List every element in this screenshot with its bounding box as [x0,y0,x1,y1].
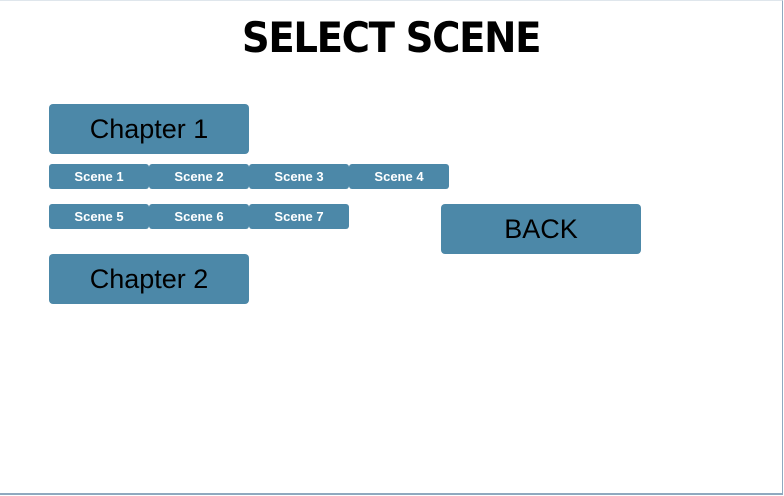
scene-4-button[interactable]: Scene 4 [349,164,449,189]
scene-4-label: Scene 4 [374,169,424,184]
back-button[interactable]: BACK [441,204,641,254]
scene-1-button[interactable]: Scene 1 [49,164,149,189]
scene-5-button[interactable]: Scene 5 [49,204,149,229]
chapter-2-button[interactable]: Chapter 2 [49,254,249,304]
scene-7-button[interactable]: Scene 7 [249,204,349,229]
scene-2-button[interactable]: Scene 2 [149,164,249,189]
scene-7-label: Scene 7 [274,209,324,224]
scene-6-label: Scene 6 [174,209,224,224]
scene-1-label: Scene 1 [74,169,124,184]
chapter-1-button[interactable]: Chapter 1 [49,104,249,154]
chapter-1-label: Chapter 1 [89,113,209,144]
scene-5-label: Scene 5 [74,209,124,224]
scene-2-label: Scene 2 [174,169,224,184]
page-title: SELECT SCENE [241,13,542,62]
chapter-2-label: Chapter 2 [89,263,209,294]
scene-3-button[interactable]: Scene 3 [249,164,349,189]
scene-6-button[interactable]: Scene 6 [149,204,249,229]
back-label: BACK [504,213,578,244]
scene-3-label: Scene 3 [274,169,324,184]
